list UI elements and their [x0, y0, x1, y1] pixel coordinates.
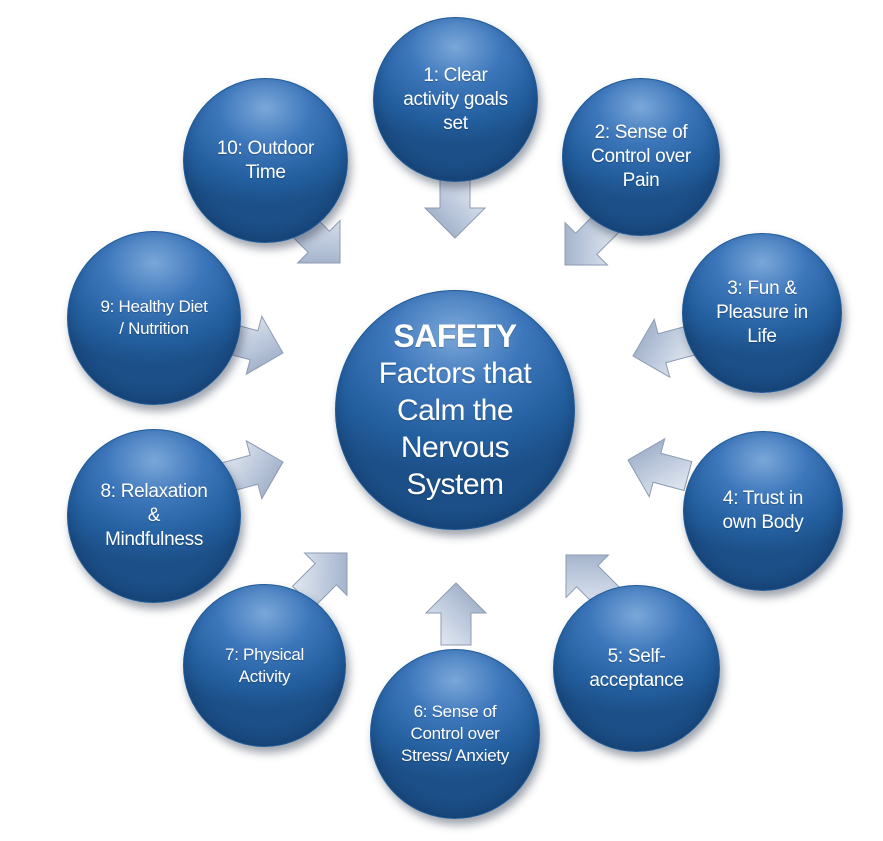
center-circle-safety: SAFETY Factors that Calm the Nervous Sys…: [335, 290, 575, 530]
factor-label-8: 8: Relaxation & Mindfulness: [100, 481, 208, 550]
center-subtitle: Factors that Calm the Nervous System: [378, 356, 532, 501]
factor-label-3: 3: Fun & Pleasure in Life: [716, 278, 808, 347]
factor-circle-1: 1: Clear activity goals set: [373, 17, 538, 182]
arrow-1: [423, 175, 487, 239]
factor-circle-3: 3: Fun & Pleasure in Life: [682, 233, 842, 393]
factor-label-4: 4: Trust in own Body: [722, 488, 804, 533]
factor-label-10: 10: Outdoor Time: [216, 137, 315, 183]
factor-label-7: 7: Physical Activity: [225, 644, 304, 686]
factor-circle-10: 10: Outdoor Time: [183, 78, 348, 243]
factor-label-6: 6: Sense of Control over Stress/ Anxiety: [401, 702, 509, 765]
factor-circle-9: 9: Healthy Diet / Nutrition: [67, 231, 241, 405]
factor-label-5: 5: Self- acceptance: [589, 645, 684, 691]
factor-label-9: 9: Healthy Diet / Nutrition: [100, 297, 208, 338]
factor-circle-8: 8: Relaxation & Mindfulness: [67, 429, 241, 603]
arrow-6: [424, 582, 488, 646]
factor-circle-6: 6: Sense of Control over Stress/ Anxiety: [370, 649, 540, 819]
factor-circle-4: 4: Trust in own Body: [683, 431, 843, 591]
factor-circle-5: 5: Self- acceptance: [553, 585, 720, 752]
center-title: SAFETY: [393, 317, 517, 354]
factor-label-1: 1: Clear activity goals set: [403, 64, 508, 134]
factor-label-2: 2: Sense of Control over Pain: [591, 122, 691, 191]
factor-circle-7: 7: Physical Activity: [183, 584, 346, 747]
factor-circle-2: 2: Sense of Control over Pain: [562, 78, 720, 236]
